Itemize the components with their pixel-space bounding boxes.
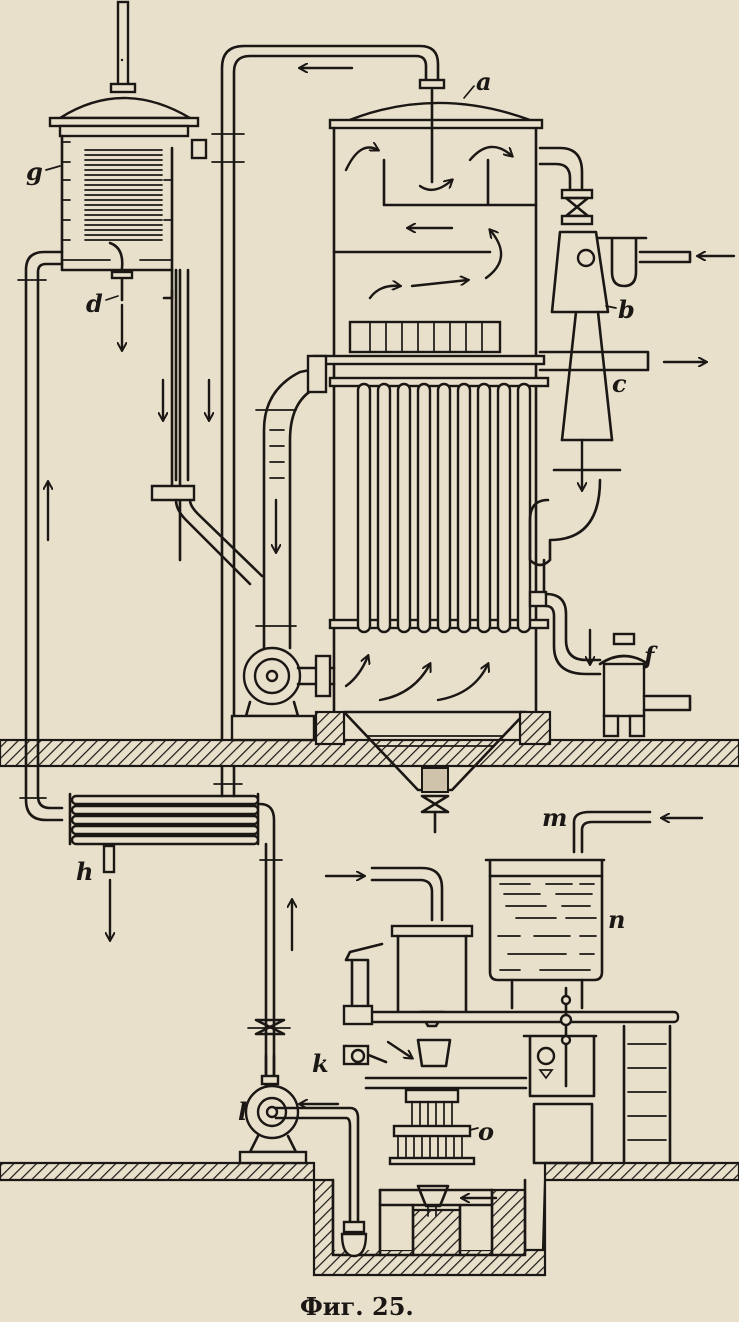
tubular-heat-exchanger	[19, 764, 292, 1112]
condenser-downpipe	[120, 58, 264, 586]
separator	[528, 438, 622, 602]
label-n: n	[608, 905, 625, 934]
steam-injector	[538, 146, 736, 442]
label-a: a	[476, 67, 492, 96]
mixer-unit	[324, 866, 680, 1090]
evaporator-body	[328, 88, 544, 714]
lower-floor-and-pit	[0, 1161, 739, 1277]
label-d: d	[86, 289, 103, 318]
circulation-pump	[230, 354, 336, 742]
upper-floor	[0, 738, 739, 768]
label-g: g	[26, 157, 43, 186]
coil-condenser	[48, 0, 208, 562]
label-k: k	[312, 1049, 329, 1078]
condensate-trap	[528, 590, 692, 738]
figure-caption: Фиг. 25.	[300, 1292, 414, 1321]
side-cabinet	[522, 986, 672, 1165]
tube-bundle-heater	[312, 354, 552, 834]
label-b: b	[618, 295, 635, 324]
vapour-pipe	[211, 44, 446, 742]
label-m: m	[542, 803, 567, 832]
water-inlet	[572, 810, 704, 854]
label-c: c	[612, 369, 627, 398]
heater-tubes	[356, 382, 532, 634]
filter-unit	[388, 1088, 498, 1217]
label-o: o	[478, 1117, 494, 1146]
condenser-coil	[84, 149, 163, 241]
left-return-pipe	[17, 250, 64, 767]
vapour-outlet	[538, 350, 706, 372]
label-h: h	[76, 857, 93, 886]
feed-pump	[238, 1018, 368, 1258]
label-l: l	[238, 1097, 247, 1126]
label-f: f	[642, 641, 658, 670]
feed-tank	[484, 858, 606, 1010]
